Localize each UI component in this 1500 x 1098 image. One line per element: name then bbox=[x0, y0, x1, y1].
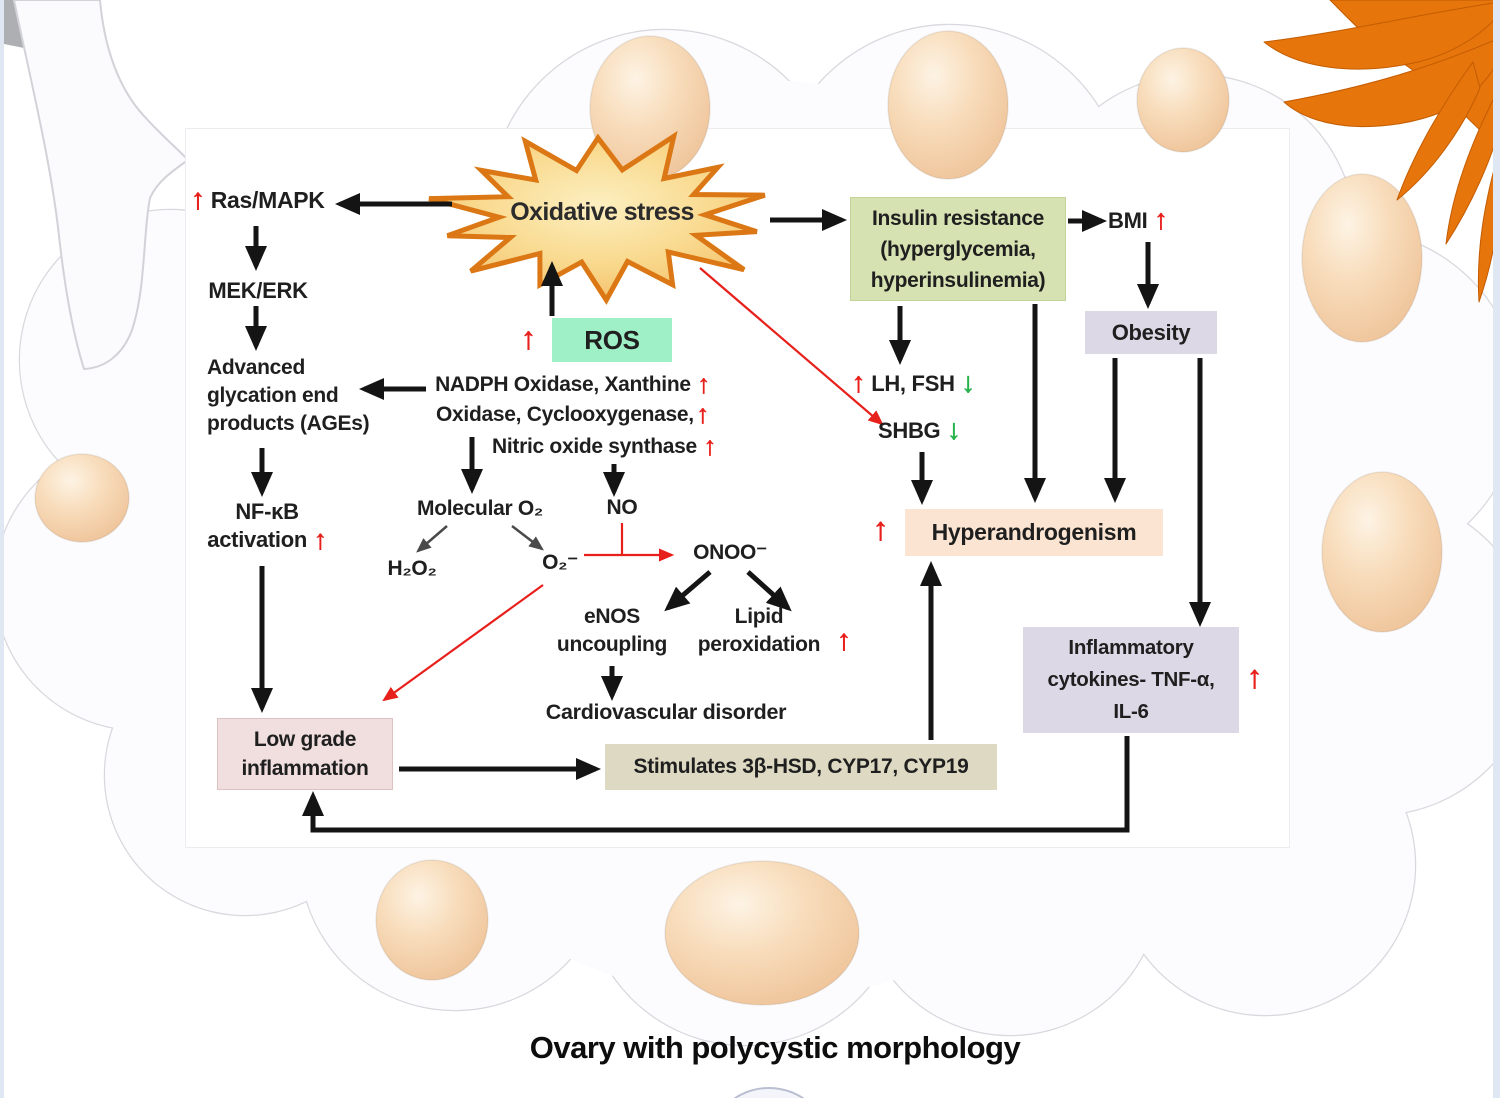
up-arrow-icon: ↑ bbox=[695, 399, 710, 429]
ros-box: ROS bbox=[552, 318, 672, 362]
up-arrow-icon: ↑ bbox=[702, 431, 717, 461]
no-label: NO bbox=[606, 496, 638, 519]
enos-uncoupling-label: eNOS uncoupling bbox=[556, 605, 668, 656]
fimbriae bbox=[1263, 0, 1500, 303]
inflammatory-cytokines-box: Inflammatory cytokines- TNF-α, IL-6 bbox=[1023, 627, 1239, 733]
black-arrows bbox=[245, 193, 1212, 833]
mek-erk-label: MEK/ERK bbox=[208, 278, 308, 303]
figure-caption: Ovary with polycystic morphology bbox=[529, 1030, 1021, 1065]
oxidative-stress-label: Oxidative stress bbox=[510, 198, 694, 226]
onoo-label: ONOO⁻ bbox=[693, 541, 767, 564]
molecular-o2-label: Molecular O₂ bbox=[417, 497, 543, 520]
ras-mapk-label: ↑ Ras/MAPK bbox=[190, 185, 325, 215]
cysts bbox=[34, 30, 1443, 1006]
hyperandrogenism-box: Hyperandrogenism bbox=[905, 509, 1163, 556]
cyst bbox=[1321, 471, 1443, 633]
cyst bbox=[34, 453, 130, 543]
low-grade-inflammation-box: Low grade inflammation bbox=[217, 718, 393, 790]
cyst bbox=[375, 859, 489, 981]
right-edge-strip bbox=[1493, 0, 1500, 1098]
up-arrow-icon: ↑ bbox=[696, 369, 711, 399]
up-arrow-icon: ↑ bbox=[851, 367, 866, 399]
up-arrow-icon: ↑ bbox=[313, 524, 327, 555]
up-arrow-icon: ↑ bbox=[836, 624, 851, 657]
nos-label: Nitric oxide synthase ↑ bbox=[492, 431, 717, 461]
bottom-bump-arc bbox=[733, 1087, 805, 1098]
ras-mapk-text: Ras/MAPK bbox=[210, 186, 325, 213]
stimulates-box: Stimulates 3β-HSD, CYP17, CYP19 bbox=[605, 744, 997, 790]
oxidase-enzymes-label: NADPH Oxidase, Xanthine ↑ Oxidase, Cyclo… bbox=[435, 369, 711, 429]
down-arrow-icon: ↓ bbox=[946, 414, 961, 446]
superoxide-label: O₂⁻ bbox=[542, 551, 578, 574]
ages-label: Advanced glycation end products (AGEs) bbox=[207, 356, 370, 435]
lh-fsh-label: ↑ LH, FSH ↓ bbox=[851, 367, 976, 399]
cyst bbox=[1301, 173, 1423, 343]
up-arrow-icon: ↑ bbox=[520, 320, 536, 356]
left-edge-strip bbox=[0, 0, 4, 1098]
down-arrow-icon: ↓ bbox=[960, 367, 976, 399]
bmi-label: BMI ↑ bbox=[1108, 204, 1168, 236]
h2o2-label: H₂O₂ bbox=[387, 557, 437, 580]
ovarian-ligament-tube bbox=[12, 0, 190, 371]
up-arrow-icon: ↑ bbox=[1153, 204, 1168, 236]
oxidative-stress-starburst bbox=[428, 130, 766, 305]
cardiovascular-label: Cardiovascular disorder bbox=[545, 700, 787, 724]
up-arrow-icon: ↑ bbox=[872, 510, 889, 547]
obesity-box: Obesity bbox=[1085, 311, 1217, 354]
insulin-resistance-box: Insulin resistance (hyperglycemia, hyper… bbox=[850, 197, 1066, 301]
up-arrow-icon: ↑ bbox=[1246, 658, 1263, 695]
cyst bbox=[887, 30, 1009, 180]
up-arrow-icon: ↑ bbox=[190, 183, 205, 216]
lipid-peroxidation-label: Lipid peroxidation bbox=[697, 605, 821, 656]
cyst bbox=[664, 860, 860, 1006]
gray-arrows bbox=[416, 525, 544, 553]
shbg-label: SHBG ↓ bbox=[878, 414, 961, 446]
red-arrows bbox=[382, 267, 884, 702]
cyst bbox=[1136, 47, 1230, 153]
nfkb-label: NF-κB activation ↑ bbox=[207, 499, 327, 555]
